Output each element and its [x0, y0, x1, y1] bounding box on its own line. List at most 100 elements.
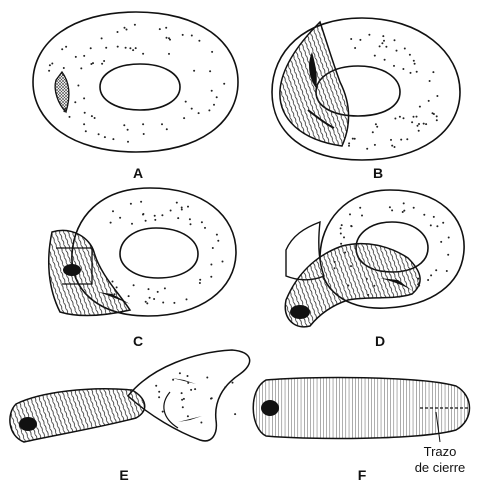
stipple-dot	[433, 216, 435, 218]
stipple-dot	[354, 138, 356, 140]
stipple-dot	[390, 139, 392, 141]
stipple-dot	[436, 115, 438, 117]
stipple-dot	[404, 48, 406, 50]
stipple-dot	[143, 133, 145, 135]
stipple-dot	[194, 388, 196, 390]
stipple-dot	[49, 64, 51, 66]
stipple-dot	[379, 45, 381, 47]
stipple-dot	[344, 252, 346, 254]
stipple-dot	[117, 31, 119, 33]
stipple-dot	[366, 278, 368, 280]
stipple-dot	[200, 422, 202, 424]
stipple-dot	[448, 237, 450, 239]
panel-e-tube	[10, 389, 145, 442]
stipple-dot	[402, 211, 404, 213]
stipple-dot	[430, 274, 432, 276]
stipple-dot	[416, 71, 418, 73]
stipple-dot	[340, 233, 342, 235]
stipple-dot	[133, 284, 135, 286]
stipple-dot	[135, 47, 137, 49]
stipple-dot	[153, 298, 155, 300]
stipple-dot	[391, 145, 393, 147]
stipple-dot	[223, 83, 225, 85]
stipple-dot	[183, 117, 185, 119]
stipple-dot	[393, 65, 395, 67]
stipple-dot	[170, 210, 172, 212]
stipple-dot	[127, 129, 129, 131]
stipple-dot	[83, 97, 85, 99]
stipple-dot	[367, 294, 369, 296]
stipple-dot	[166, 128, 168, 130]
stipple-dot	[51, 63, 53, 65]
stipple-dot	[155, 385, 157, 387]
stipple-dot	[92, 62, 94, 64]
stipple-dot	[334, 267, 336, 269]
stipple-dot	[183, 398, 185, 400]
stipple-dot	[131, 223, 133, 225]
stipple-dot	[176, 202, 178, 204]
stipple-dot	[69, 116, 71, 118]
stipple-dot	[210, 264, 212, 266]
stipple-dot	[373, 285, 375, 287]
stipple-dot	[65, 46, 67, 48]
stipple-dot	[216, 96, 218, 98]
stipple-dot	[428, 100, 430, 102]
stipple-dot	[198, 40, 200, 42]
stipple-dot	[413, 60, 415, 62]
stipple-dot	[149, 297, 151, 299]
stipple-dot	[418, 123, 420, 125]
panel-b-label: B	[373, 165, 383, 181]
stipple-dot	[161, 123, 163, 125]
stipple-dot	[187, 382, 189, 384]
stipple-dot	[90, 47, 92, 49]
stipple-dot	[403, 210, 405, 212]
panel-f: Trazo de cierre F	[253, 378, 470, 483]
stipple-dot	[63, 67, 65, 69]
stipple-dot	[182, 34, 184, 36]
stipple-dot	[211, 51, 213, 53]
stipple-dot	[116, 286, 118, 288]
panel-f-label: F	[358, 467, 367, 483]
stipple-dot	[74, 101, 76, 103]
stipple-dot	[436, 95, 438, 97]
stipple-dot	[190, 389, 192, 391]
stipple-dot	[381, 42, 383, 44]
stipple-dot	[148, 288, 150, 290]
panel-e-lumen	[19, 417, 37, 431]
stipple-dot	[140, 201, 142, 203]
stipple-dot	[117, 46, 119, 48]
stipple-dot	[217, 240, 219, 242]
stipple-dot	[177, 217, 179, 219]
stipple-dot	[374, 55, 376, 57]
stipple-dot	[436, 119, 438, 121]
stipple-dot	[112, 281, 114, 283]
stipple-dot	[110, 222, 112, 224]
stipple-dot	[216, 234, 218, 236]
stipple-dot	[142, 123, 144, 125]
stipple-dot	[419, 106, 421, 108]
stipple-dot	[354, 47, 356, 49]
stipple-dot	[442, 222, 444, 224]
stipple-dot	[352, 138, 354, 140]
stipple-dot	[112, 138, 114, 140]
stipple-dot	[417, 283, 419, 285]
stipple-dot	[406, 138, 408, 140]
stipple-dot	[65, 110, 67, 112]
stipple-dot	[169, 39, 171, 41]
panel-d-lumen	[290, 305, 310, 319]
stipple-dot	[187, 375, 189, 377]
panel-f-lumen	[261, 400, 279, 416]
stipple-dot	[413, 207, 415, 209]
stipple-dot	[432, 71, 434, 73]
stipple-dot	[232, 382, 234, 384]
stipple-dot	[187, 415, 189, 417]
stipple-dot	[394, 118, 396, 120]
stipple-dot	[446, 270, 448, 272]
stipple-dot	[129, 47, 131, 49]
stipple-dot	[162, 411, 164, 413]
stipple-dot	[366, 148, 368, 150]
stipple-dot	[432, 112, 434, 114]
stipple-dot	[423, 214, 425, 216]
stipple-dot	[91, 115, 93, 117]
stipple-dot	[411, 121, 413, 123]
